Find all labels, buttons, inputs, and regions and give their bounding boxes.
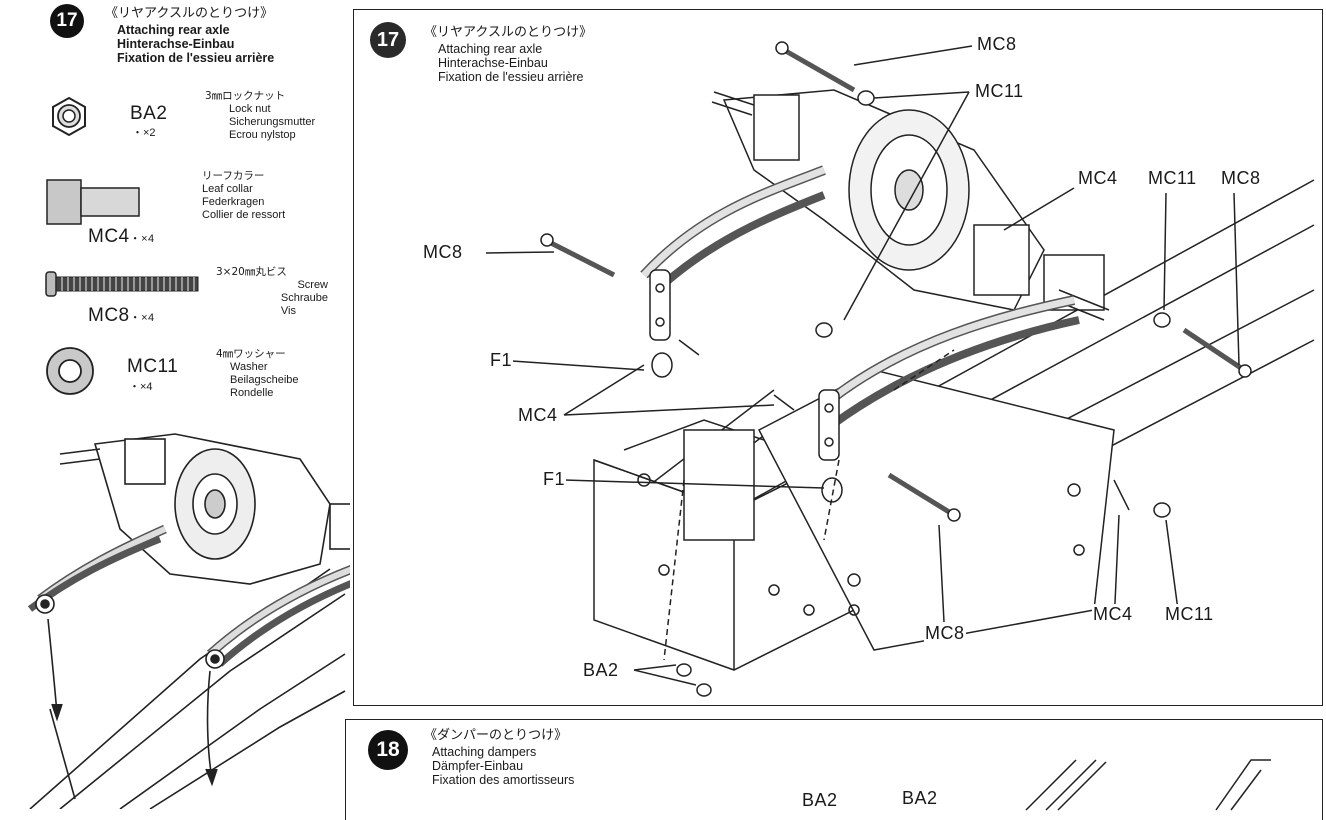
part-qty-mc4: ・×4: [129, 233, 155, 245]
part-desc-fr: Vis: [280, 305, 296, 317]
callout-mc4-bottom: MC4: [1092, 604, 1134, 625]
step-title-de: Hinterachse-Einbau: [117, 37, 235, 51]
part-label-ba2-b: BA2: [901, 788, 939, 809]
step-number-badge: 17: [370, 22, 406, 58]
rear-axle-assembly-illustration: [27, 433, 350, 809]
callout-mc8-bottom: MC8: [924, 623, 966, 644]
callout-mc11-top: MC11: [974, 81, 1025, 102]
part-desc-jp: 3×20㎜丸ビス: [216, 266, 287, 278]
callout-mc8-left: MC8: [422, 242, 464, 263]
callout-mc8-top: MC8: [976, 34, 1018, 55]
step-title-jp: 《リヤアクスルのとりつけ》: [105, 6, 274, 21]
leaf-collar-icon: [46, 179, 140, 225]
step-number-badge: 18: [368, 730, 408, 770]
step-title-fr: Fixation de l'essieu arrière: [438, 70, 584, 84]
callout-f1-upper: F1: [489, 350, 514, 371]
step18-panel: 18 《ダンパーのとりつけ》 Attaching dampers Dämpfer…: [345, 719, 1323, 820]
part-desc-en: Screw: [297, 279, 328, 291]
step-number-badge: 17: [50, 4, 84, 38]
step-title-fr: Fixation des amortisseurs: [432, 773, 575, 787]
callout-f1-lower: F1: [542, 469, 567, 490]
part-code-ba2: BA2: [130, 103, 168, 124]
screw-icon: [45, 271, 199, 297]
step-title-en: Attaching rear axle: [438, 42, 543, 56]
part-desc-de: Beilagscheibe: [230, 374, 299, 386]
part-desc-fr: Rondelle: [230, 387, 274, 399]
part-desc-de: Federkragen: [202, 196, 265, 208]
exploded-view-illustration: [485, 41, 1315, 697]
step-title-en: Attaching rear axle: [117, 23, 230, 37]
part-desc-fr: Ecrou nylstop: [229, 129, 296, 141]
part-desc-de: Schraube: [280, 292, 328, 304]
part-desc-jp: 4㎜ワッシャー: [216, 348, 286, 360]
part-code-mc8: MC8・×4: [88, 305, 155, 326]
part-desc-en: Washer: [230, 361, 268, 373]
step-title-de: Hinterachse-Einbau: [438, 56, 548, 70]
part-desc-jp: 3㎜ロックナット: [205, 90, 286, 102]
part-desc-en: Lock nut: [229, 103, 271, 115]
callout-mc4-left: MC4: [517, 405, 559, 426]
step-title-de: Dämpfer-Einbau: [432, 759, 524, 773]
callout-mc4-right: MC4: [1077, 168, 1119, 189]
callout-mc11-right: MC11: [1147, 168, 1198, 189]
part-label-ba2-a: BA2: [801, 790, 839, 811]
callout-mc11-bottom: MC11: [1164, 604, 1215, 625]
part-code-mc4: MC4・×4: [88, 226, 155, 247]
part-qty-ba2: ・×2: [132, 127, 156, 139]
part-code-mc11: MC11: [127, 356, 179, 377]
step-title-en: Attaching dampers: [432, 745, 537, 759]
damper-partial-illustration: [1025, 759, 1271, 811]
lock-nut-icon: [52, 96, 86, 137]
step-title-fr: Fixation de l'essieu arrière: [117, 51, 275, 65]
part-qty-mc11: ・×4: [129, 381, 153, 393]
step17-sidebar: 17 《リヤアクスルのとりつけ》 Attaching rear axle Hin…: [0, 0, 350, 809]
part-qty-mc8: ・×4: [129, 312, 155, 324]
part-desc-jp: リーフカラー: [202, 170, 265, 182]
step-title-jp: 《ダンパーのとりつけ》: [424, 728, 568, 743]
part-desc-en: Leaf collar: [202, 183, 253, 195]
part-desc-de: Sicherungsmutter: [229, 116, 316, 128]
step-title-jp: 《リヤアクスルのとりつけ》: [424, 25, 593, 40]
callout-ba2: BA2: [582, 660, 620, 681]
part-desc-fr: Collier de ressort: [202, 209, 286, 221]
step17-diagram-panel: 17 《リヤアクスルのとりつけ》 Attaching rear axle Hin…: [353, 9, 1323, 706]
washer-icon: [46, 347, 94, 395]
callout-mc8-right: MC8: [1220, 168, 1262, 189]
